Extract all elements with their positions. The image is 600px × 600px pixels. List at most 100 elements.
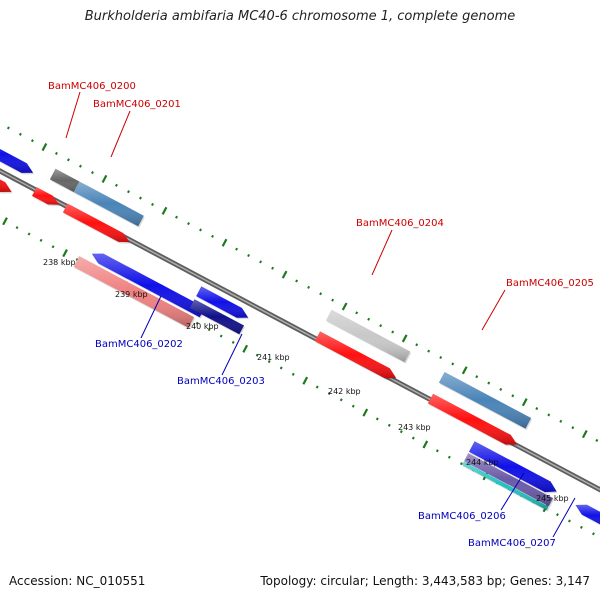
scale-tick <box>199 228 202 232</box>
gene-arrow-shading <box>438 372 532 429</box>
scale-tick <box>267 360 271 364</box>
scale-tick <box>115 183 118 187</box>
scale-tick <box>79 164 82 168</box>
gene-label[interactable]: BamMC406_0201 <box>93 99 181 110</box>
map-title: Burkholderia ambifaria MC40-6 chromosome… <box>84 9 516 24</box>
scale-tick <box>211 234 214 238</box>
scale-tick <box>30 139 34 143</box>
scale-tick <box>511 394 515 398</box>
backbone-line <box>0 168 600 493</box>
label-leader-line <box>65 91 81 139</box>
scale-tick <box>387 423 391 427</box>
top-scale-ticks <box>6 126 599 442</box>
scale-tick <box>499 387 503 391</box>
scale-tick <box>487 381 491 385</box>
scale-tick <box>451 362 455 366</box>
label-leader-line <box>500 472 525 511</box>
scale-tick <box>231 340 235 344</box>
scale-tick <box>547 413 551 417</box>
scale-tick <box>139 196 142 200</box>
gene-feature[interactable] <box>32 187 61 207</box>
gene-feature[interactable] <box>0 135 35 175</box>
gene-feature[interactable] <box>62 203 131 244</box>
scale-tick <box>435 449 439 453</box>
scale-tick <box>351 404 355 408</box>
scale-tick <box>475 375 479 379</box>
scale-tick <box>295 279 299 283</box>
gene-arrow-shading <box>73 181 144 227</box>
label-leader-line <box>140 295 162 339</box>
gene-feature[interactable] <box>73 181 145 228</box>
scale-tick <box>101 174 108 183</box>
gene-label[interactable]: BamMC406_0203 <box>177 376 265 387</box>
gene-arrow-shading <box>91 253 205 318</box>
scale-tick <box>427 349 431 353</box>
scale-tick <box>559 419 563 423</box>
gene-arrow-shading <box>0 179 12 192</box>
scale-tick <box>439 356 443 360</box>
scale-tick <box>259 260 263 264</box>
gene-feature[interactable] <box>575 504 600 528</box>
scale-tick <box>592 532 595 536</box>
scale-tick <box>331 298 335 302</box>
gene-feature[interactable] <box>49 168 81 194</box>
gene-feature[interactable] <box>91 253 206 319</box>
scale-tick <box>307 285 311 289</box>
topology-summary-text: Topology: circular; Length: 3,443,583 bp… <box>260 574 590 588</box>
backbone-highlight <box>0 170 600 491</box>
label-leader-line <box>110 110 131 158</box>
scale-tick <box>461 366 468 375</box>
scale-tick <box>235 247 239 251</box>
gene-label[interactable]: BamMC406_0207 <box>468 538 556 549</box>
scale-tick <box>66 158 70 162</box>
kbp-position-label: 244 kbp <box>466 458 499 467</box>
gene-arrow-shading <box>575 504 600 525</box>
gene-arrow-shading <box>32 187 60 205</box>
scale-tick <box>271 266 275 270</box>
gene-feature[interactable] <box>438 372 533 431</box>
scale-tick <box>319 292 323 296</box>
gene-label[interactable]: BamMC406_0204 <box>356 218 444 229</box>
gene-feature[interactable] <box>0 159 13 194</box>
scale-tick <box>580 525 583 529</box>
scale-tick <box>242 344 249 353</box>
kbp-position-label: 242 kbp <box>328 387 361 396</box>
scale-tick <box>315 385 319 389</box>
scale-tick <box>15 226 19 230</box>
label-leader-line <box>221 333 243 376</box>
scale-tick <box>447 455 451 459</box>
gene-label[interactable]: BamMC406_0205 <box>506 278 594 289</box>
scale-tick <box>459 462 463 466</box>
gene-feature[interactable] <box>73 256 196 330</box>
gene-feature[interactable] <box>427 393 518 447</box>
scale-tick <box>595 438 599 442</box>
scale-tick <box>151 202 154 206</box>
gene-feature[interactable] <box>469 441 558 494</box>
scale-tick <box>279 366 283 370</box>
scale-tick <box>221 238 228 247</box>
scale-tick <box>187 222 190 226</box>
gene-feature[interactable] <box>196 286 250 320</box>
scale-tick <box>555 513 559 517</box>
scale-tick <box>91 171 94 175</box>
gene-feature[interactable] <box>464 453 555 508</box>
gene-arrow-shading <box>49 168 80 192</box>
label-leader-line <box>371 229 393 276</box>
scale-tick <box>39 238 43 242</box>
gene-feature[interactable] <box>462 461 550 512</box>
scale-tick <box>62 249 68 258</box>
gene-label[interactable]: BamMC406_0200 <box>48 81 136 92</box>
label-leader-line <box>552 497 576 538</box>
gene-label[interactable]: BamMC406_0202 <box>95 339 183 350</box>
gene-feature[interactable] <box>189 299 245 336</box>
scale-tick <box>411 436 415 440</box>
gene-feature[interactable] <box>314 331 398 380</box>
scale-tick <box>161 206 168 215</box>
kbp-position-label: 240 kbp <box>186 322 219 331</box>
gene-arrow-shading <box>462 461 549 511</box>
gene-arrow-shading <box>464 453 554 507</box>
scale-tick <box>247 253 251 258</box>
gene-feature[interactable] <box>326 309 412 364</box>
gene-label[interactable]: BamMC406_0206 <box>418 511 506 522</box>
